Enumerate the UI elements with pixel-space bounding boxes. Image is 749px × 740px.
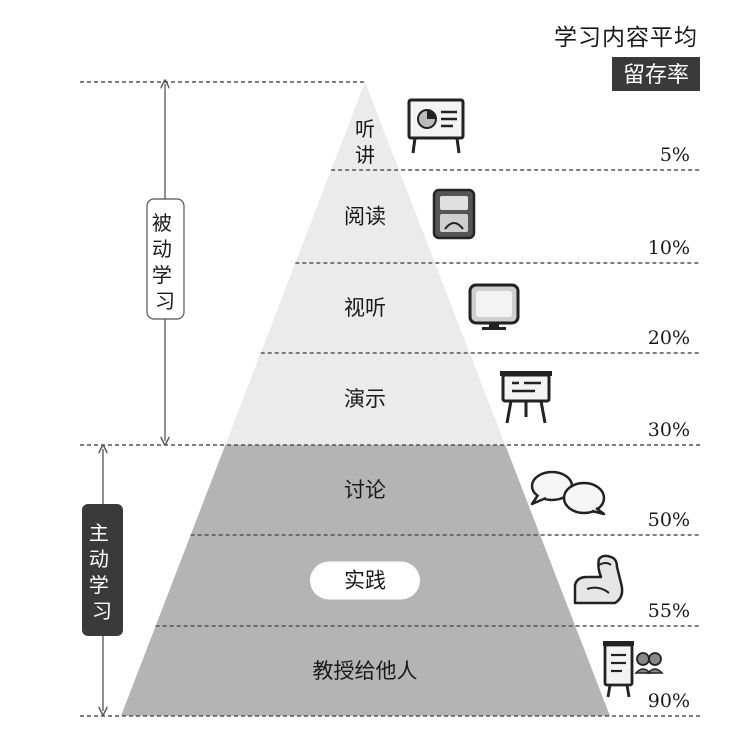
active-char-1: 主 bbox=[89, 521, 109, 545]
retention-badge-label: 留存率 bbox=[623, 63, 689, 88]
passive-char-4: 习 bbox=[155, 289, 175, 313]
retention-rate-6: 55% bbox=[648, 600, 690, 622]
active-char-4: 习 bbox=[92, 599, 112, 623]
retention-rate-5: 50% bbox=[648, 509, 690, 531]
pyramid-levels bbox=[121, 82, 610, 716]
passive-char-1: 被 bbox=[152, 211, 172, 235]
header-title: 学习内容平均 bbox=[554, 25, 698, 51]
retention-badge bbox=[612, 57, 700, 91]
monitor-icon bbox=[468, 283, 520, 330]
highlight-pill bbox=[310, 561, 420, 600]
pyramid-level-7 bbox=[121, 626, 610, 716]
svg-text:主 动 学 习: 主 动 学 习 bbox=[89, 521, 115, 623]
flexed-arm-icon bbox=[573, 554, 624, 605]
reading-device-icon bbox=[432, 188, 476, 240]
active-char-2: 动 bbox=[89, 547, 109, 571]
passive-char-2: 动 bbox=[152, 237, 172, 261]
pyramid-level-5 bbox=[190, 445, 541, 535]
pyramid-level-4 bbox=[225, 353, 506, 445]
retention-rate-1: 5% bbox=[660, 144, 690, 166]
pyramid-level-2 bbox=[295, 170, 435, 263]
level-label-7: 教授给他人 bbox=[313, 659, 418, 683]
level-label-6: 实践 bbox=[344, 569, 386, 593]
retention-rate-3: 20% bbox=[648, 327, 690, 349]
retention-rates: 5% 10% 20% 30% 50% 55% 90% bbox=[648, 144, 690, 712]
level-label-3: 视听 bbox=[344, 296, 386, 320]
level-label-4: 演示 bbox=[344, 387, 386, 411]
speech-bubbles-icon bbox=[530, 470, 606, 516]
retention-rate-7: 90% bbox=[648, 690, 690, 712]
presentation-board-icon bbox=[407, 98, 465, 154]
passive-char-3: 学 bbox=[152, 263, 172, 287]
level-label-1: 听讲 bbox=[355, 117, 375, 167]
retention-rate-4: 30% bbox=[648, 419, 690, 441]
level-label-2: 阅读 bbox=[344, 205, 386, 229]
passive-learning-bracket: 被 动 学 习 bbox=[146, 84, 185, 441]
teaching-people-icon bbox=[603, 641, 664, 698]
active-learning-bracket: 主 动 学 习 bbox=[82, 449, 123, 711]
pyramid-level-3 bbox=[260, 263, 470, 353]
easel-board-icon bbox=[500, 371, 552, 424]
active-char-3: 学 bbox=[89, 573, 109, 597]
level-dividers bbox=[80, 81, 700, 717]
retention-rate-2: 10% bbox=[648, 237, 690, 259]
level-label-5: 讨论 bbox=[344, 478, 386, 502]
svg-text:被 动 学 习: 被 动 学 习 bbox=[152, 211, 178, 313]
pyramid-level-1 bbox=[331, 82, 400, 170]
